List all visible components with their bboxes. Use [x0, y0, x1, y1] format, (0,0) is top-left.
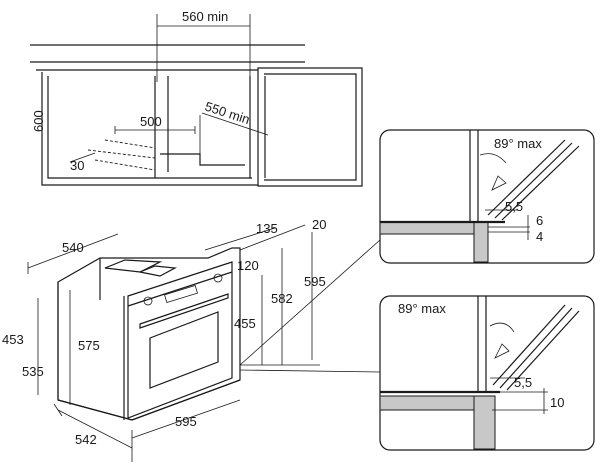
detail-top-dim-4-label: 4 [536, 229, 543, 244]
niche-opening-label: 500 [140, 114, 162, 129]
detail-top [379, 129, 595, 264]
detail-bottom-dim-10-label: 10 [550, 395, 564, 410]
detail-bottom-angle-label: 89° max [398, 301, 446, 316]
oven-width-595-label: 595 [175, 414, 197, 429]
oven-height-595-label: 595 [304, 274, 326, 289]
detail-bottom-gap-label: 5,5 [514, 375, 532, 390]
callout-line-top [239, 239, 381, 366]
niche-vent-label: 30 [70, 158, 84, 173]
niche-drawing [30, 14, 363, 187]
detail-top-gap-label: 5,5 [505, 199, 523, 214]
oven-dim-575-label: 575 [78, 338, 100, 353]
oven-dim-135-label: 135 [256, 221, 278, 236]
oven-dim-453-label: 453 [2, 332, 24, 347]
oven-dim-582-label: 582 [271, 291, 293, 306]
oven-dim-542-label: 542 [75, 432, 97, 447]
oven-dim-455-label: 455 [234, 316, 256, 331]
niche-depth-label: 550 min [203, 99, 252, 128]
oven-depth-540-label: 540 [62, 240, 84, 255]
oven-dim-120-label: 120 [237, 258, 259, 273]
detail-top-dim-6-label: 6 [536, 213, 543, 228]
callout-line-bottom [239, 369, 381, 373]
detail-bottom [379, 295, 595, 451]
oven-drawing [27, 224, 320, 462]
niche-height-label: 600 [31, 110, 46, 132]
detail-top-angle-label: 89° max [494, 136, 542, 151]
oven-dim-535-label: 535 [22, 364, 44, 379]
oven-dim-20-label: 20 [312, 217, 326, 232]
niche-width-label: 560 min [182, 9, 228, 24]
